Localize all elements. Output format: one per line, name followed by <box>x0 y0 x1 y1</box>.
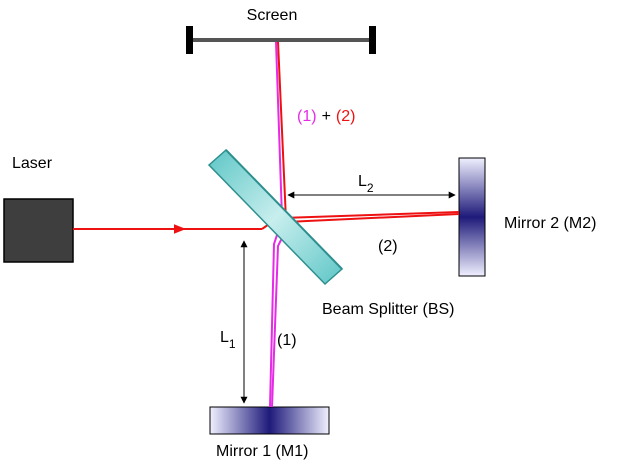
combined-beam-2-label: (2) <box>336 108 356 125</box>
l2-label: L2 <box>358 173 374 195</box>
beam-2-return <box>285 213 460 223</box>
combined-beam-label: (1) + (2) <box>297 108 355 125</box>
screen-label: Screen <box>247 7 298 24</box>
beam-splitter-label: Beam Splitter (BS) <box>322 301 454 318</box>
beam-2-outgoing <box>281 211 460 219</box>
mirror-1 <box>209 406 330 435</box>
screen <box>186 26 376 54</box>
beam-splitter-edge <box>225 149 343 270</box>
combined-beam-magenta <box>275 41 283 219</box>
mirror-1-label: Mirror 1 (M1) <box>216 443 308 460</box>
mirror-2-label: Mirror 2 (M2) <box>504 215 596 232</box>
screen-left-cap <box>186 26 193 54</box>
beam-1-label: (1) <box>277 332 297 349</box>
mirror-2 <box>458 157 486 277</box>
l1-label: L1 <box>220 329 236 351</box>
laser-box <box>3 198 74 263</box>
combined-beam-red <box>277 41 287 221</box>
combined-plus-label: + <box>322 108 331 125</box>
combined-beam-1-label: (1) <box>297 108 317 125</box>
beam-2-label: (2) <box>378 238 398 255</box>
laser-label: Laser <box>12 155 53 172</box>
screen-right-cap <box>369 26 376 54</box>
